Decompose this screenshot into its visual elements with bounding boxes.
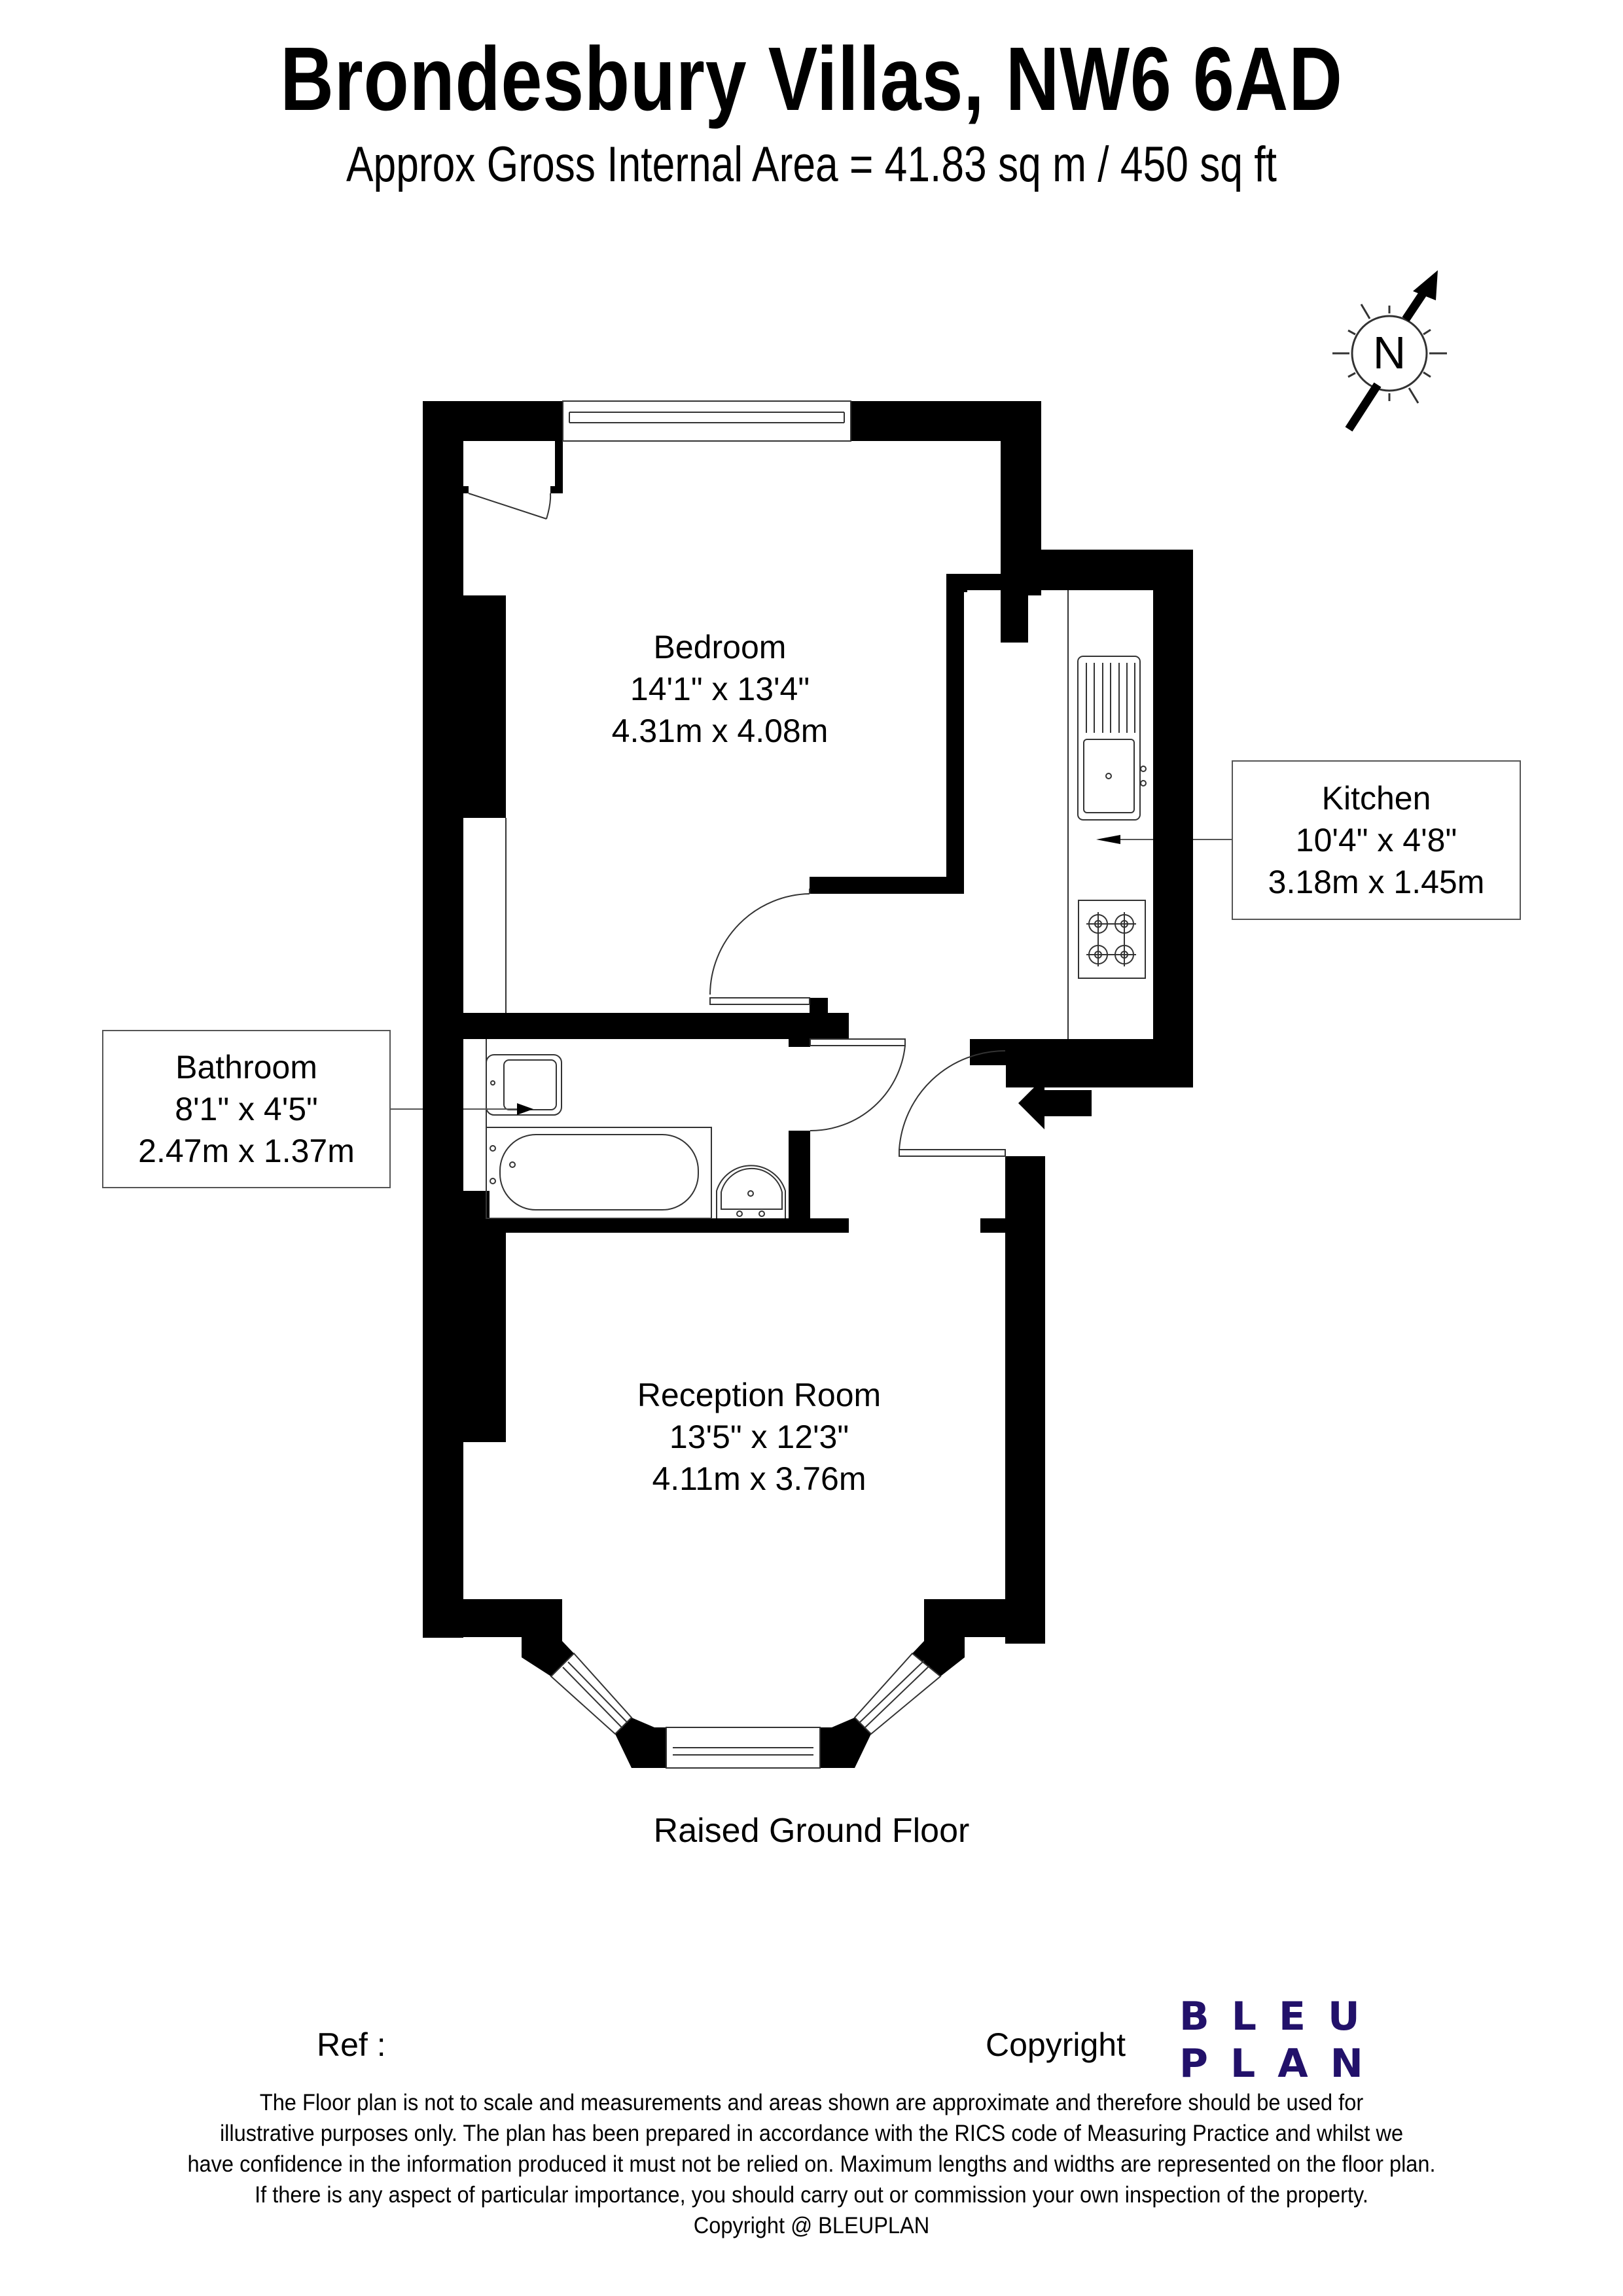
entrance-arrow-icon — [1018, 1077, 1092, 1129]
bathtub-icon — [486, 1127, 712, 1219]
logo-line-1: BLEU — [1179, 1994, 1382, 2040]
gross-area-subtitle: Approx Gross Internal Area = 41.83 sq m … — [346, 137, 1277, 192]
copyright-label: Copyright — [986, 2026, 1126, 2063]
room-dimensions-imperial: 10'4" x 4'8" — [1295, 822, 1457, 858]
north-arrow-icon: N — [1332, 270, 1447, 432]
room-dimensions-imperial: 13'5" x 12'3" — [669, 1419, 849, 1455]
room-dimensions-metric: 2.47m x 1.37m — [138, 1133, 355, 1169]
callout-bathroom: Bathroom 8'1" x 4'5" 2.47m x 1.37m — [102, 1030, 391, 1188]
logo-line-2: PLAN — [1179, 2041, 1385, 2087]
doors — [468, 493, 1006, 1157]
room-label-reception: Reception Room 13'5" x 12'3" 4.11m x 3.7… — [576, 1374, 942, 1500]
page-title: Brondesbury Villas, NW6 6AD — [280, 29, 1343, 130]
room-name: Bedroom — [653, 629, 787, 665]
disclaimer-line: have confidence in the information produ… — [187, 2151, 1436, 2177]
bleuplan-logo: BLEU PLAN — [1179, 1993, 1385, 2087]
ref-label: Ref : — [317, 2026, 386, 2063]
room-dimensions-metric: 4.31m x 4.08m — [611, 713, 829, 749]
windows — [550, 400, 942, 1769]
room-label-bedroom: Bedroom 14'1" x 13'4" 4.31m x 4.08m — [563, 626, 877, 752]
room-name: Bathroom — [175, 1049, 317, 1086]
room-name: Reception Room — [637, 1377, 882, 1413]
room-dimensions-metric: 4.11m x 3.76m — [652, 1460, 866, 1497]
basin-icon — [716, 1165, 786, 1218]
room-name: Kitchen — [1321, 780, 1431, 817]
callout-kitchen: Kitchen 10'4" x 4'8" 3.18m x 1.45m — [1232, 760, 1521, 920]
hob-icon — [1078, 900, 1146, 979]
bathroom-pointer-icon — [517, 1103, 533, 1115]
svg-text:N: N — [1373, 327, 1406, 378]
disclaimer-line: If there is any aspect of particular imp… — [255, 2182, 1368, 2208]
bathroom-fixtures — [486, 818, 786, 1219]
kitchen-fixtures — [1067, 590, 1147, 1039]
room-dimensions-imperial: 8'1" x 4'5" — [175, 1091, 318, 1127]
disclaimer-line: illustrative purposes only. The plan has… — [219, 2121, 1404, 2146]
copyright-line: Copyright @ BLEUPLAN — [693, 2213, 930, 2238]
room-dimensions-imperial: 14'1" x 13'4" — [630, 671, 810, 707]
disclaimer: The Floor plan is not to scale and measu… — [0, 2087, 1623, 2241]
sink-icon — [1077, 656, 1147, 821]
kitchen-pointer-icon — [1096, 835, 1120, 844]
floor-name: Raised Ground Floor — [653, 1812, 970, 1850]
disclaimer-line: The Floor plan is not to scale and measu… — [259, 2090, 1364, 2115]
walls — [423, 401, 1193, 1768]
room-dimensions-metric: 3.18m x 1.45m — [1268, 864, 1485, 900]
